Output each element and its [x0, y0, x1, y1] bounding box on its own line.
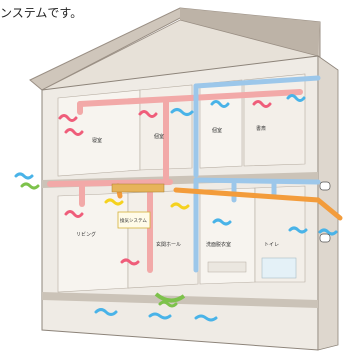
room-label-upper-right-b: 書斎: [256, 125, 266, 132]
ventilation-unit: [111, 183, 165, 193]
exhaust-ducts: [193, 75, 321, 273]
ventilation-unit-label-box: [117, 211, 151, 229]
green-arrows: [20, 182, 178, 308]
roof-slope-right: [180, 8, 320, 56]
warm-air-arrows: [58, 100, 272, 266]
room-upper-right-b: [243, 73, 306, 167]
sink-counter: [207, 261, 247, 273]
intake-hood: [319, 181, 331, 191]
cool-air-arrows: [14, 94, 338, 322]
bathtub: [261, 257, 297, 279]
exhaust-hood: [319, 233, 331, 243]
room-label-lower-right-b: トイレ: [264, 242, 279, 248]
room-label-lower-center-box: 換気システム: [120, 217, 147, 224]
room-label-lower-left: リビング: [76, 231, 96, 238]
room-label-lower-center: 玄関ホール: [156, 241, 181, 248]
room-lower-left: [57, 192, 129, 293]
house-right-wall: [317, 55, 339, 351]
room-label-upper-left: 寝室: [92, 137, 102, 144]
room-label-upper-right-a: 個室: [212, 127, 222, 134]
room-label-upper-mid: 個室: [154, 133, 164, 140]
supply-ducts: [47, 89, 303, 273]
yellow-arrows: [104, 198, 190, 210]
room-upper-right-a: [199, 79, 243, 169]
caption-text: ンステムです。: [0, 6, 83, 20]
room-label-lower-right-a: 洗面脱衣室: [206, 241, 231, 248]
green-duct: [154, 292, 186, 303]
